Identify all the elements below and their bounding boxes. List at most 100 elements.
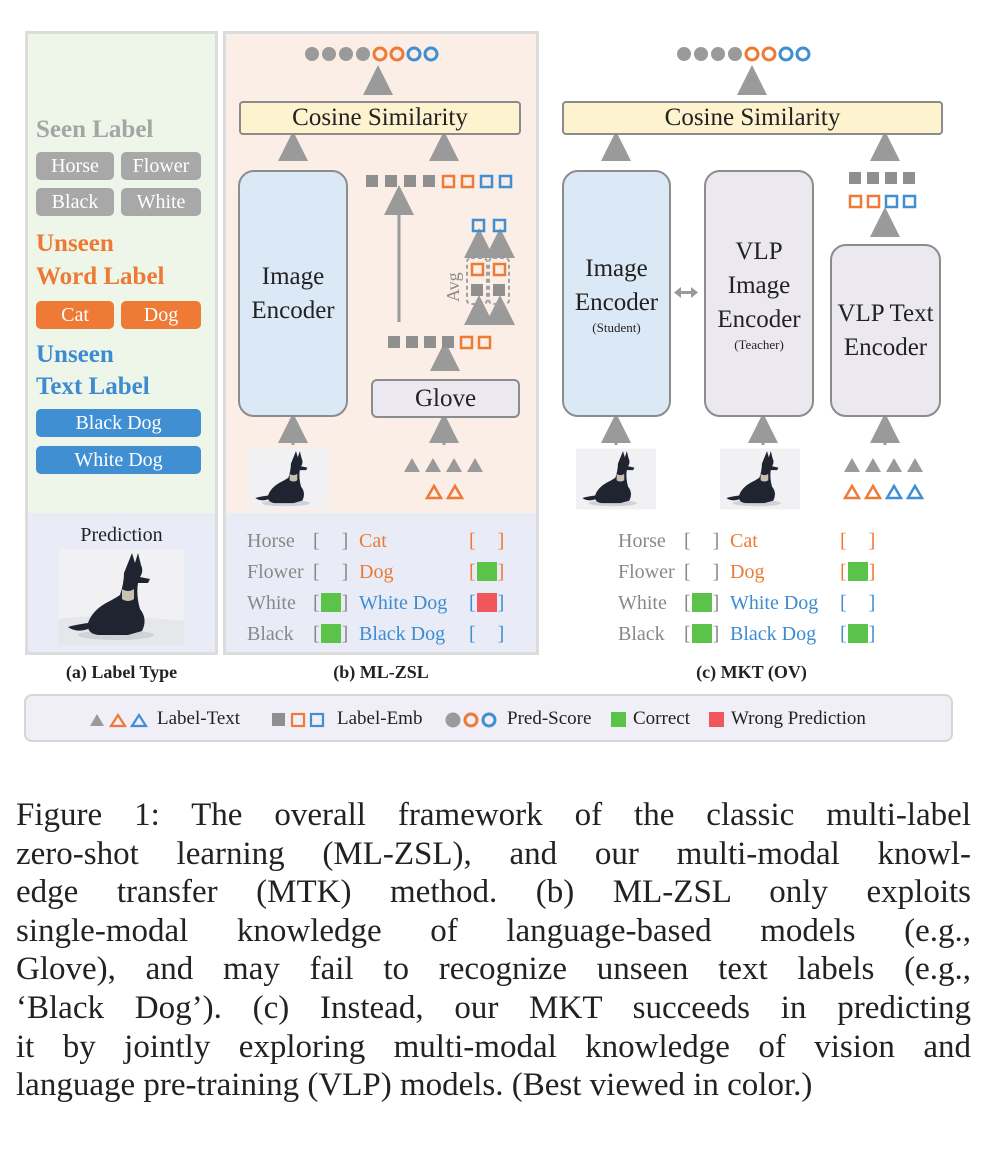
prediction-row: Black[]Black Dog[]: [247, 623, 504, 645]
unseen-text-title: Unseen: [36, 341, 114, 368]
prediction-row: White[]White Dog[]: [618, 592, 875, 614]
unseen-word-title-2: Word Label: [36, 263, 165, 290]
unseen-word-title: Unseen: [36, 230, 114, 257]
prediction-row: Black[]Black Dog[]: [618, 623, 875, 645]
label-horse: Horse: [36, 152, 114, 180]
bracket: ]: [497, 592, 505, 614]
avg-label: Avg: [443, 272, 463, 302]
label-white-dog: White Dog: [36, 446, 201, 474]
seen-score: []: [313, 623, 359, 645]
label-cat: Cat: [36, 301, 114, 329]
cosine-similarity-b: Cosine Similarity: [239, 101, 521, 135]
caption-b: (b) ML-ZSL: [333, 662, 429, 682]
vlp-image-encoder-label: VLP Image Encoder: [717, 237, 801, 333]
bracket: ]: [868, 592, 876, 614]
label-white: White: [121, 188, 201, 216]
bracket: [: [840, 530, 847, 552]
dog-photo: [576, 448, 656, 510]
bracket: ]: [712, 592, 720, 614]
teacher-label: (Teacher): [734, 336, 784, 352]
image-encoder-student: Image Encoder (Student): [562, 170, 671, 417]
prediction-row: Flower[]Dog[]: [618, 561, 875, 583]
image-encoder-b: Image Encoder: [238, 170, 348, 417]
label-black: Black: [36, 188, 114, 216]
seen-score: []: [684, 530, 730, 552]
empty-mark: [477, 531, 497, 550]
bracket: ]: [712, 530, 720, 552]
arrows-c: [601, 65, 900, 445]
bracket: ]: [497, 530, 505, 552]
bracket: ]: [341, 530, 349, 552]
bracket: ]: [497, 623, 505, 645]
unseen-score: []: [840, 592, 875, 614]
correct-mark: [691, 593, 712, 612]
bracket: [: [840, 623, 847, 645]
unseen-score: []: [840, 623, 875, 645]
seen-score: []: [313, 561, 359, 583]
empty-mark: [321, 562, 341, 581]
seen-label: Black: [618, 623, 665, 645]
bracket: [: [469, 592, 476, 614]
correct-mark: [847, 624, 868, 643]
caption-line: Glove), and may fail to recognize unseen…: [16, 951, 971, 988]
distill-arrow-icon: [674, 287, 698, 298]
correct-swatch: [611, 712, 626, 727]
seen-score: []: [684, 623, 730, 645]
caption-line: it by jointly exploring multi-modal know…: [16, 1028, 971, 1065]
label-emb-row: [388, 335, 492, 350]
seen-label-title: Seen Label: [36, 116, 154, 143]
prediction-row: Horse[]Cat[]: [247, 530, 504, 552]
image-encoder-label: Image Encoder: [574, 254, 659, 316]
label-dog: Dog: [121, 301, 201, 329]
prediction-row: White[]White Dog[]: [247, 592, 504, 614]
unseen-label: White Dog: [730, 592, 819, 614]
legend-wrong: Wrong Prediction: [731, 708, 866, 729]
bracket: [: [313, 561, 320, 583]
bracket: [: [313, 530, 320, 552]
empty-mark: [848, 593, 868, 612]
bracket: ]: [497, 561, 505, 583]
label-text-icon: [90, 712, 149, 728]
pred-score-icon: [677, 46, 811, 62]
caption-line: single-modal knowledge of language-based…: [16, 912, 971, 949]
label-emb-row: [848, 172, 917, 209]
label-text-row: [842, 458, 925, 500]
unseen-score: []: [840, 561, 875, 583]
diagram-graphics: [278, 46, 925, 500]
seen-label: White: [618, 592, 667, 614]
caption-c: (c) MKT (OV): [696, 662, 807, 682]
seen-score: []: [684, 592, 730, 614]
label-emb-row: [366, 174, 513, 189]
unseen-label: Black Dog: [730, 623, 817, 645]
seen-label: White: [247, 592, 296, 614]
label-black-dog: Black Dog: [36, 409, 201, 437]
bracket: ]: [868, 561, 876, 583]
unseen-label: Dog: [359, 561, 394, 583]
student-label: (Student): [592, 319, 641, 335]
unseen-label: Cat: [359, 530, 387, 552]
empty-mark: [692, 562, 712, 581]
bracket: [: [313, 592, 320, 614]
bracket: ]: [712, 623, 720, 645]
empty-mark: [477, 624, 497, 643]
label-emb-icon: [272, 712, 325, 728]
bracket: [: [684, 623, 691, 645]
bracket: [: [840, 561, 847, 583]
seen-score: []: [684, 561, 730, 583]
bracket: ]: [341, 561, 349, 583]
unseen-score: []: [469, 592, 504, 614]
correct-mark: [320, 593, 341, 612]
vlp-text-encoder: VLP Text Encoder: [830, 244, 941, 417]
seen-label: Horse: [247, 530, 295, 552]
caption-a: (a) Label Type: [65, 662, 178, 682]
legend-label-emb: Label-Emb: [337, 708, 423, 729]
legend: Label-Text Label-Emb Pred-Score Correct …: [24, 694, 953, 742]
bracket: ]: [341, 623, 349, 645]
correct-mark: [847, 562, 868, 581]
dog-photo: [58, 549, 184, 645]
bracket: ]: [868, 623, 876, 645]
unseen-label: Dog: [730, 561, 765, 583]
figure-caption: Figure 1: The overall framework of the c…: [16, 796, 971, 1105]
correct-mark: [320, 624, 341, 643]
caption-line: edge transfer (MTK) method. (b) ML-ZSL o…: [16, 874, 971, 911]
